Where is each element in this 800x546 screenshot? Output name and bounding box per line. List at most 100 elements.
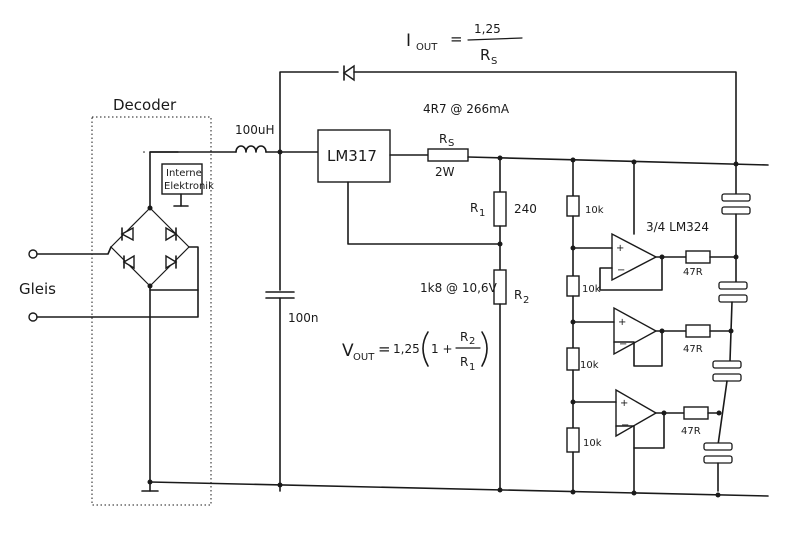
- r2-label: R: [514, 288, 522, 302]
- supercap-1-plate-top: [721, 193, 751, 202]
- vout-denominator-subscript: 1: [469, 362, 475, 373]
- supercap-4-plate-top: [703, 442, 733, 451]
- ground-node-r2: [497, 487, 503, 493]
- bridge-diode-2: [165, 226, 178, 242]
- supercap-3-plate-top: [712, 360, 742, 369]
- rs-label-subscript: S: [448, 138, 454, 149]
- ground-node-ladder: [570, 489, 576, 495]
- wire-ground-rail: [149, 481, 769, 497]
- r1-value-label: 240: [514, 202, 537, 216]
- opamp-stage-2: + − 47R: [572, 306, 731, 367]
- supercap-node-1: [733, 254, 739, 260]
- vout-coefficient: 1,25: [393, 342, 420, 356]
- ladder-resistor-2: [566, 275, 580, 297]
- wire-adj-pin: [347, 181, 501, 245]
- iout-equals: =: [450, 30, 463, 48]
- vout-equals: =: [378, 340, 391, 358]
- vout-denominator: R: [460, 355, 468, 369]
- svg-text:−: −: [619, 339, 627, 350]
- gleis-label: Gleis: [19, 280, 56, 298]
- track-inputs: Gleis: [19, 246, 199, 322]
- supercap-node-2: [728, 328, 734, 334]
- ground-node-supercap: [715, 492, 721, 498]
- iout-fraction-bar: [467, 37, 523, 41]
- r1-label: R: [470, 201, 478, 215]
- opamp-2-out-node: [659, 328, 665, 334]
- opamp-label: 3/4 LM324: [646, 220, 709, 234]
- divider-ladder: 10k 10k 10k 10k: [566, 159, 604, 492]
- svg-text:+: +: [616, 243, 624, 254]
- vout-symbol: V: [342, 341, 354, 361]
- track-terminal-2: [28, 312, 38, 322]
- vout-subscript: OUT: [353, 352, 375, 363]
- ladder-resistor-1: [566, 195, 580, 217]
- internal-electronics-label-1: Interne: [166, 168, 202, 179]
- output-resistor-2: [685, 324, 711, 338]
- supercap-2-plate-bottom: [718, 294, 748, 303]
- iout-subscript: OUT: [416, 42, 438, 53]
- feedback-divider: R 1 240 R 2 1k8 @ 10,6V: [420, 157, 537, 492]
- vout-paren-right: [481, 331, 488, 367]
- protection-diode: [342, 64, 355, 82]
- svg-text:+: +: [618, 317, 626, 328]
- ladder-resistor-2-label: 10k: [582, 284, 601, 295]
- iout-formula: I OUT = 1,25 R S: [406, 22, 523, 67]
- rs-power-label: 2W: [435, 165, 455, 179]
- internal-electronics-box: [161, 163, 203, 195]
- node-adj: [497, 241, 503, 247]
- resistor-r1: [493, 191, 507, 227]
- bridge-diode-4: [165, 254, 178, 270]
- iout-denominator-subscript: S: [491, 56, 497, 67]
- opamp-1-out-node: [659, 254, 665, 260]
- vout-numerator: R: [460, 330, 468, 344]
- track-terminal-1: [28, 249, 38, 259]
- ladder-resistor-1-label: 10k: [585, 205, 604, 216]
- svg-text:−: −: [617, 265, 625, 276]
- resistor-rs: [427, 148, 469, 162]
- power-rail: 100uH 100n LM317 R S 2W 4R7 @ 266mA: [149, 64, 769, 492]
- internal-electronics-label-2: Elektronik: [164, 181, 214, 192]
- iout-denominator: R: [480, 46, 490, 64]
- supercap-4-plate-bottom: [703, 455, 733, 464]
- output-resistor-2-label: 47R: [683, 344, 703, 355]
- iout-symbol: I: [406, 31, 411, 51]
- output-resistor-1: [685, 250, 711, 264]
- r1-label-subscript: 1: [479, 208, 485, 219]
- wire-supercap-3-4: [717, 380, 728, 446]
- inductor-label: 100uH: [235, 123, 275, 137]
- wire-diode-left: [279, 71, 339, 153]
- vout-one-plus: 1 +: [431, 342, 453, 356]
- ladder-resistor-4: [566, 427, 580, 453]
- ladder-resistor-3-label: 10k: [580, 360, 599, 371]
- wire-bridge-right-loop: [149, 246, 199, 291]
- wire-opamp-1-feedback: [599, 256, 663, 291]
- opamp-stages: 3/4 LM324 + − 47R + − 47R: [572, 161, 737, 492]
- ladder-resistor-3: [566, 347, 580, 371]
- output-resistor-3: [683, 406, 709, 420]
- supercap-stack: [703, 163, 751, 492]
- bridge-diode-3: [122, 254, 135, 270]
- wire-diode-right: [353, 71, 737, 164]
- decoder-block: Decoder Interne Elektronik: [91, 96, 214, 506]
- rs-label: R: [439, 132, 447, 146]
- vout-paren-left: [422, 331, 429, 367]
- r2-label-subscript: 2: [523, 295, 529, 306]
- inductor: [235, 145, 267, 153]
- ground-node-opamp: [631, 490, 637, 496]
- supercap-1-plate-bottom: [721, 206, 751, 215]
- supercap-3-plate-bottom: [712, 373, 742, 382]
- opamp-stage-3: + − 47R: [572, 388, 719, 492]
- ground-rail: [149, 481, 769, 498]
- rs-value-label: 4R7 @ 266mA: [423, 102, 510, 116]
- bridge-diode-1: [120, 226, 134, 242]
- opamp-stage-1: + − 47R: [572, 232, 737, 291]
- capacitor-label: 100n: [288, 311, 319, 325]
- bridge-rectifier: [110, 207, 190, 287]
- opamp-3-out-node: [661, 410, 667, 416]
- opamp-1: [611, 232, 658, 282]
- lm317-regulator: [317, 129, 391, 183]
- wire-output-rail: [467, 156, 769, 166]
- ground-node-cap: [277, 482, 283, 488]
- r2-value-label: 1k8 @ 10,6V: [420, 281, 498, 295]
- wire-track-1: [36, 246, 112, 255]
